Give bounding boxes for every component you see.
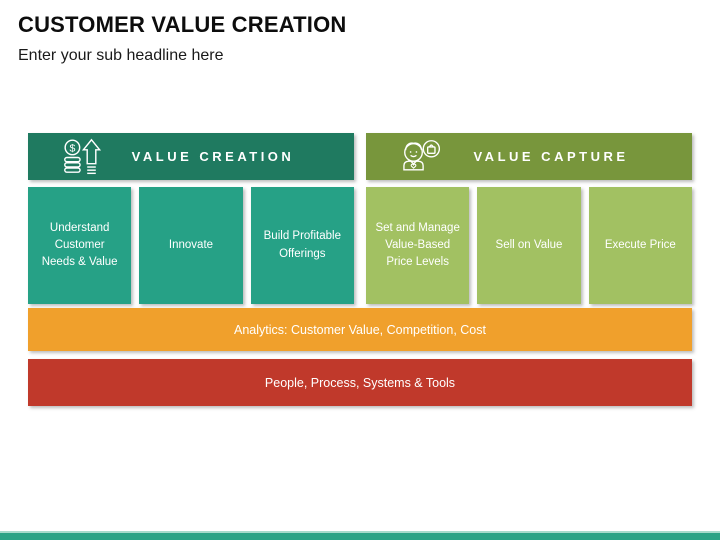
svg-text:$: $ xyxy=(69,142,75,154)
step-box-execute-price: Execute Price xyxy=(588,187,692,304)
step-box-build-offerings: Build Profitable Offerings xyxy=(250,187,354,304)
page-title: CUSTOMER VALUE CREATION xyxy=(18,12,347,37)
step-box-understand-customer: Understand Customer Needs & Value xyxy=(28,187,132,304)
analytics-bar: Analytics: Customer Value, Competition, … xyxy=(28,308,692,351)
value-creation-boxes: Understand Customer Needs & Value Innova… xyxy=(28,187,354,304)
money-growth-icon: $ xyxy=(60,137,102,177)
step-box-sell-on-value: Sell on Value xyxy=(477,187,581,304)
page-subtitle: Enter your sub headline here xyxy=(18,47,224,64)
step-box-label: Sell on Value xyxy=(495,238,563,251)
step-box-set-manage-price: Set and Manage Value-Based Price Levels xyxy=(366,187,470,304)
value-creation-header: $ VALUE CREATION xyxy=(28,133,354,180)
step-box-label: Build Profitable Offerings xyxy=(263,230,341,260)
customer-shopping-icon xyxy=(398,137,440,177)
value-capture-boxes: Set and Manage Value-Based Price Levels … xyxy=(366,187,692,304)
diagram-columns: $ VALUE CREATION Understand Customer Nee… xyxy=(28,133,692,304)
value-capture-header-label: VALUE CAPTURE xyxy=(473,149,629,164)
people-process-bar-label: People, Process, Systems & Tools xyxy=(264,375,456,390)
people-process-bar: People, Process, Systems & Tools xyxy=(28,359,692,406)
step-box-label: Innovate xyxy=(168,238,214,251)
value-creation-header-label: VALUE CREATION xyxy=(131,149,295,164)
step-box-innovate: Innovate xyxy=(139,187,243,304)
value-creation-column: $ VALUE CREATION Understand Customer Nee… xyxy=(28,133,354,304)
step-box-label: Understand Customer Needs & Value xyxy=(41,221,118,269)
value-capture-column: VALUE CAPTURE Set and Manage Value-Based… xyxy=(366,133,692,304)
step-box-label: Set and Manage Value-Based Price Levels xyxy=(375,221,460,269)
value-capture-header: VALUE CAPTURE xyxy=(366,133,692,180)
step-box-label: Execute Price xyxy=(604,238,676,251)
footer-strip xyxy=(0,531,720,540)
analytics-bar-label: Analytics: Customer Value, Competition, … xyxy=(234,322,486,337)
